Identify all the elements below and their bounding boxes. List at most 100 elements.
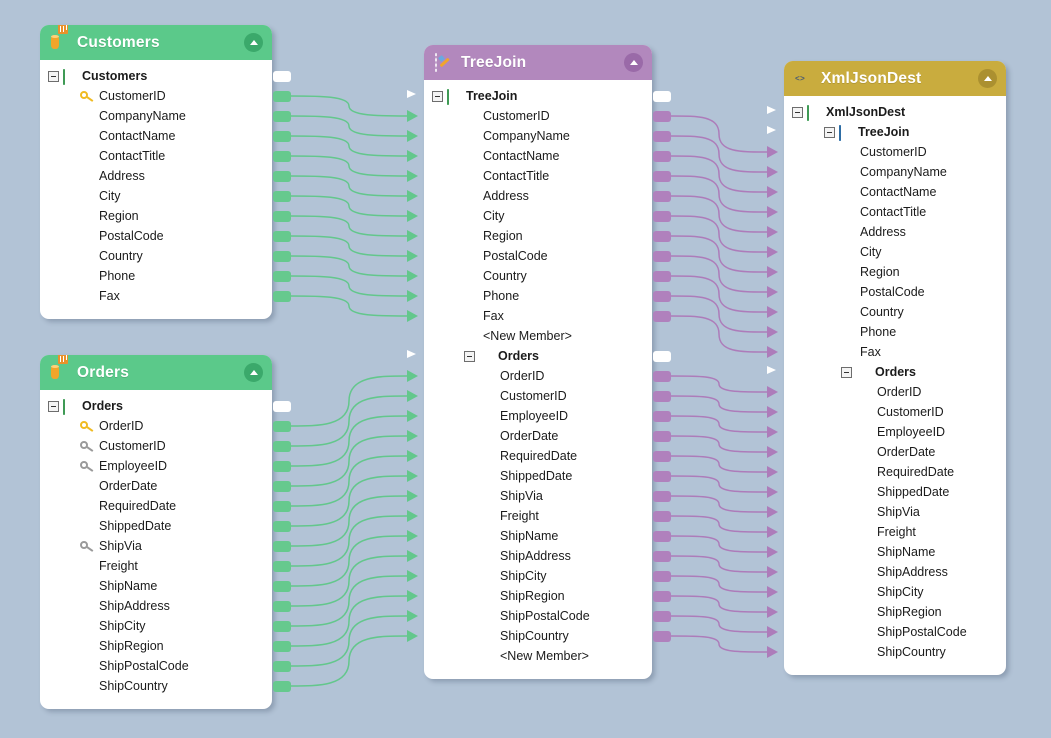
output-port-field[interactable] (273, 600, 291, 612)
input-arrow-field[interactable] (767, 486, 778, 498)
collapse-chevron-up-icon[interactable] (624, 53, 643, 72)
tree-row[interactable]: OrderDate (40, 476, 272, 496)
tree-row[interactable]: ShipCity (424, 566, 652, 586)
input-arrow-field[interactable] (407, 590, 418, 602)
tree-row[interactable]: ShipCity (40, 616, 272, 636)
tree-row[interactable]: Region (40, 206, 272, 226)
panel-header-xmljsondest[interactable]: <>XmlJsonDest (784, 61, 1006, 96)
tree-row[interactable]: Freight (424, 506, 652, 526)
tree-row[interactable]: ShipCity (784, 582, 1006, 602)
output-port-field[interactable] (273, 210, 291, 222)
output-port-field[interactable] (653, 630, 671, 642)
tree-row[interactable]: ShipVia (40, 536, 272, 556)
input-arrow-field[interactable] (767, 426, 778, 438)
tree-row[interactable]: EmployeeID (40, 456, 272, 476)
input-arrow-field[interactable] (407, 110, 418, 122)
expander-minus-icon[interactable] (464, 350, 475, 362)
tree-row[interactable]: CustomerID (424, 106, 652, 126)
input-arrow-field[interactable] (767, 186, 778, 198)
input-arrow-field[interactable] (407, 610, 418, 622)
tree-row[interactable]: OrderID (424, 366, 652, 386)
tree-row[interactable]: ShipAddress (424, 546, 652, 566)
tree-row[interactable]: Fax (784, 342, 1006, 362)
tree-row[interactable]: Country (40, 246, 272, 266)
output-port-field[interactable] (653, 490, 671, 502)
panel-header-customers[interactable]: Customers (40, 25, 272, 60)
expander-minus-icon[interactable] (792, 106, 803, 118)
tree-row[interactable]: ShipAddress (784, 562, 1006, 582)
tree-row[interactable]: PostalCode (40, 226, 272, 246)
input-arrow-field[interactable] (767, 606, 778, 618)
input-arrow-field[interactable] (767, 646, 778, 658)
tree-row[interactable]: ContactTitle (40, 146, 272, 166)
tree-row[interactable]: <New Member> (424, 646, 652, 666)
tree-row[interactable]: ContactName (424, 146, 652, 166)
output-port-root[interactable] (273, 70, 291, 82)
tree-row[interactable]: TreeJoin (424, 86, 652, 106)
output-port-field[interactable] (273, 660, 291, 672)
input-arrow-field[interactable] (767, 626, 778, 638)
tree-row[interactable]: Address (424, 186, 652, 206)
output-port-field[interactable] (273, 540, 291, 552)
tree-row[interactable]: ShipName (40, 576, 272, 596)
output-port-field[interactable] (273, 90, 291, 102)
output-port-field[interactable] (653, 450, 671, 462)
tree-row[interactable]: ShipAddress (40, 596, 272, 616)
tree-row[interactable]: PostalCode (784, 282, 1006, 302)
output-port-field[interactable] (273, 290, 291, 302)
output-port-field[interactable] (273, 640, 291, 652)
output-port-field[interactable] (653, 550, 671, 562)
output-port-field[interactable] (653, 110, 671, 122)
input-arrow-field[interactable] (767, 586, 778, 598)
input-arrow-field[interactable] (407, 410, 418, 422)
output-port-orders[interactable] (653, 350, 671, 362)
output-port-field[interactable] (653, 190, 671, 202)
output-port-field[interactable] (653, 590, 671, 602)
output-port-field[interactable] (653, 430, 671, 442)
tree-row[interactable]: ContactTitle (424, 166, 652, 186)
output-port-field[interactable] (273, 520, 291, 532)
tree-row[interactable]: CustomerID (40, 86, 272, 106)
tree-row[interactable]: Freight (40, 556, 272, 576)
input-arrow-field[interactable] (407, 150, 418, 162)
tree-row[interactable]: OrderID (40, 416, 272, 436)
tree-row[interactable]: OrderDate (424, 426, 652, 446)
output-port-field[interactable] (653, 130, 671, 142)
tree-row[interactable]: City (424, 206, 652, 226)
input-arrow-field[interactable] (407, 210, 418, 222)
input-arrow-field[interactable] (407, 570, 418, 582)
input-arrow-field[interactable] (407, 310, 418, 322)
output-port-field[interactable] (653, 470, 671, 482)
output-port-field[interactable] (273, 620, 291, 632)
panel-header-orders[interactable]: Orders (40, 355, 272, 390)
input-arrow-field[interactable] (407, 470, 418, 482)
tree-row[interactable]: ShippedDate (784, 482, 1006, 502)
tree-row[interactable]: <New Member> (424, 326, 652, 346)
input-arrow-field[interactable] (767, 506, 778, 518)
input-arrow-field[interactable] (407, 130, 418, 142)
output-port-field[interactable] (653, 410, 671, 422)
tree-row[interactable]: RequiredDate (424, 446, 652, 466)
input-arrow-root[interactable] (407, 90, 416, 98)
output-port-field[interactable] (653, 370, 671, 382)
output-port-field[interactable] (273, 230, 291, 242)
expander-minus-icon[interactable] (841, 366, 852, 378)
input-arrow-field[interactable] (767, 446, 778, 458)
input-arrow-field[interactable] (407, 230, 418, 242)
tree-row[interactable]: ShippedDate (40, 516, 272, 536)
tree-row[interactable]: CompanyName (424, 126, 652, 146)
tree-row[interactable]: OrderDate (784, 442, 1006, 462)
output-port-field[interactable] (273, 500, 291, 512)
tree-row[interactable]: ShipVia (424, 486, 652, 506)
tree-row[interactable]: ShippedDate (424, 466, 652, 486)
output-port-field[interactable] (653, 250, 671, 262)
output-port-root[interactable] (653, 90, 671, 102)
input-arrow-field[interactable] (767, 326, 778, 338)
input-arrow-field[interactable] (407, 250, 418, 262)
panel-header-treejoin[interactable]: TreeJoin (424, 45, 652, 80)
output-port-field[interactable] (653, 390, 671, 402)
tree-row[interactable]: ShipRegion (40, 636, 272, 656)
output-port-field[interactable] (273, 110, 291, 122)
tree-row[interactable]: ShipName (784, 542, 1006, 562)
